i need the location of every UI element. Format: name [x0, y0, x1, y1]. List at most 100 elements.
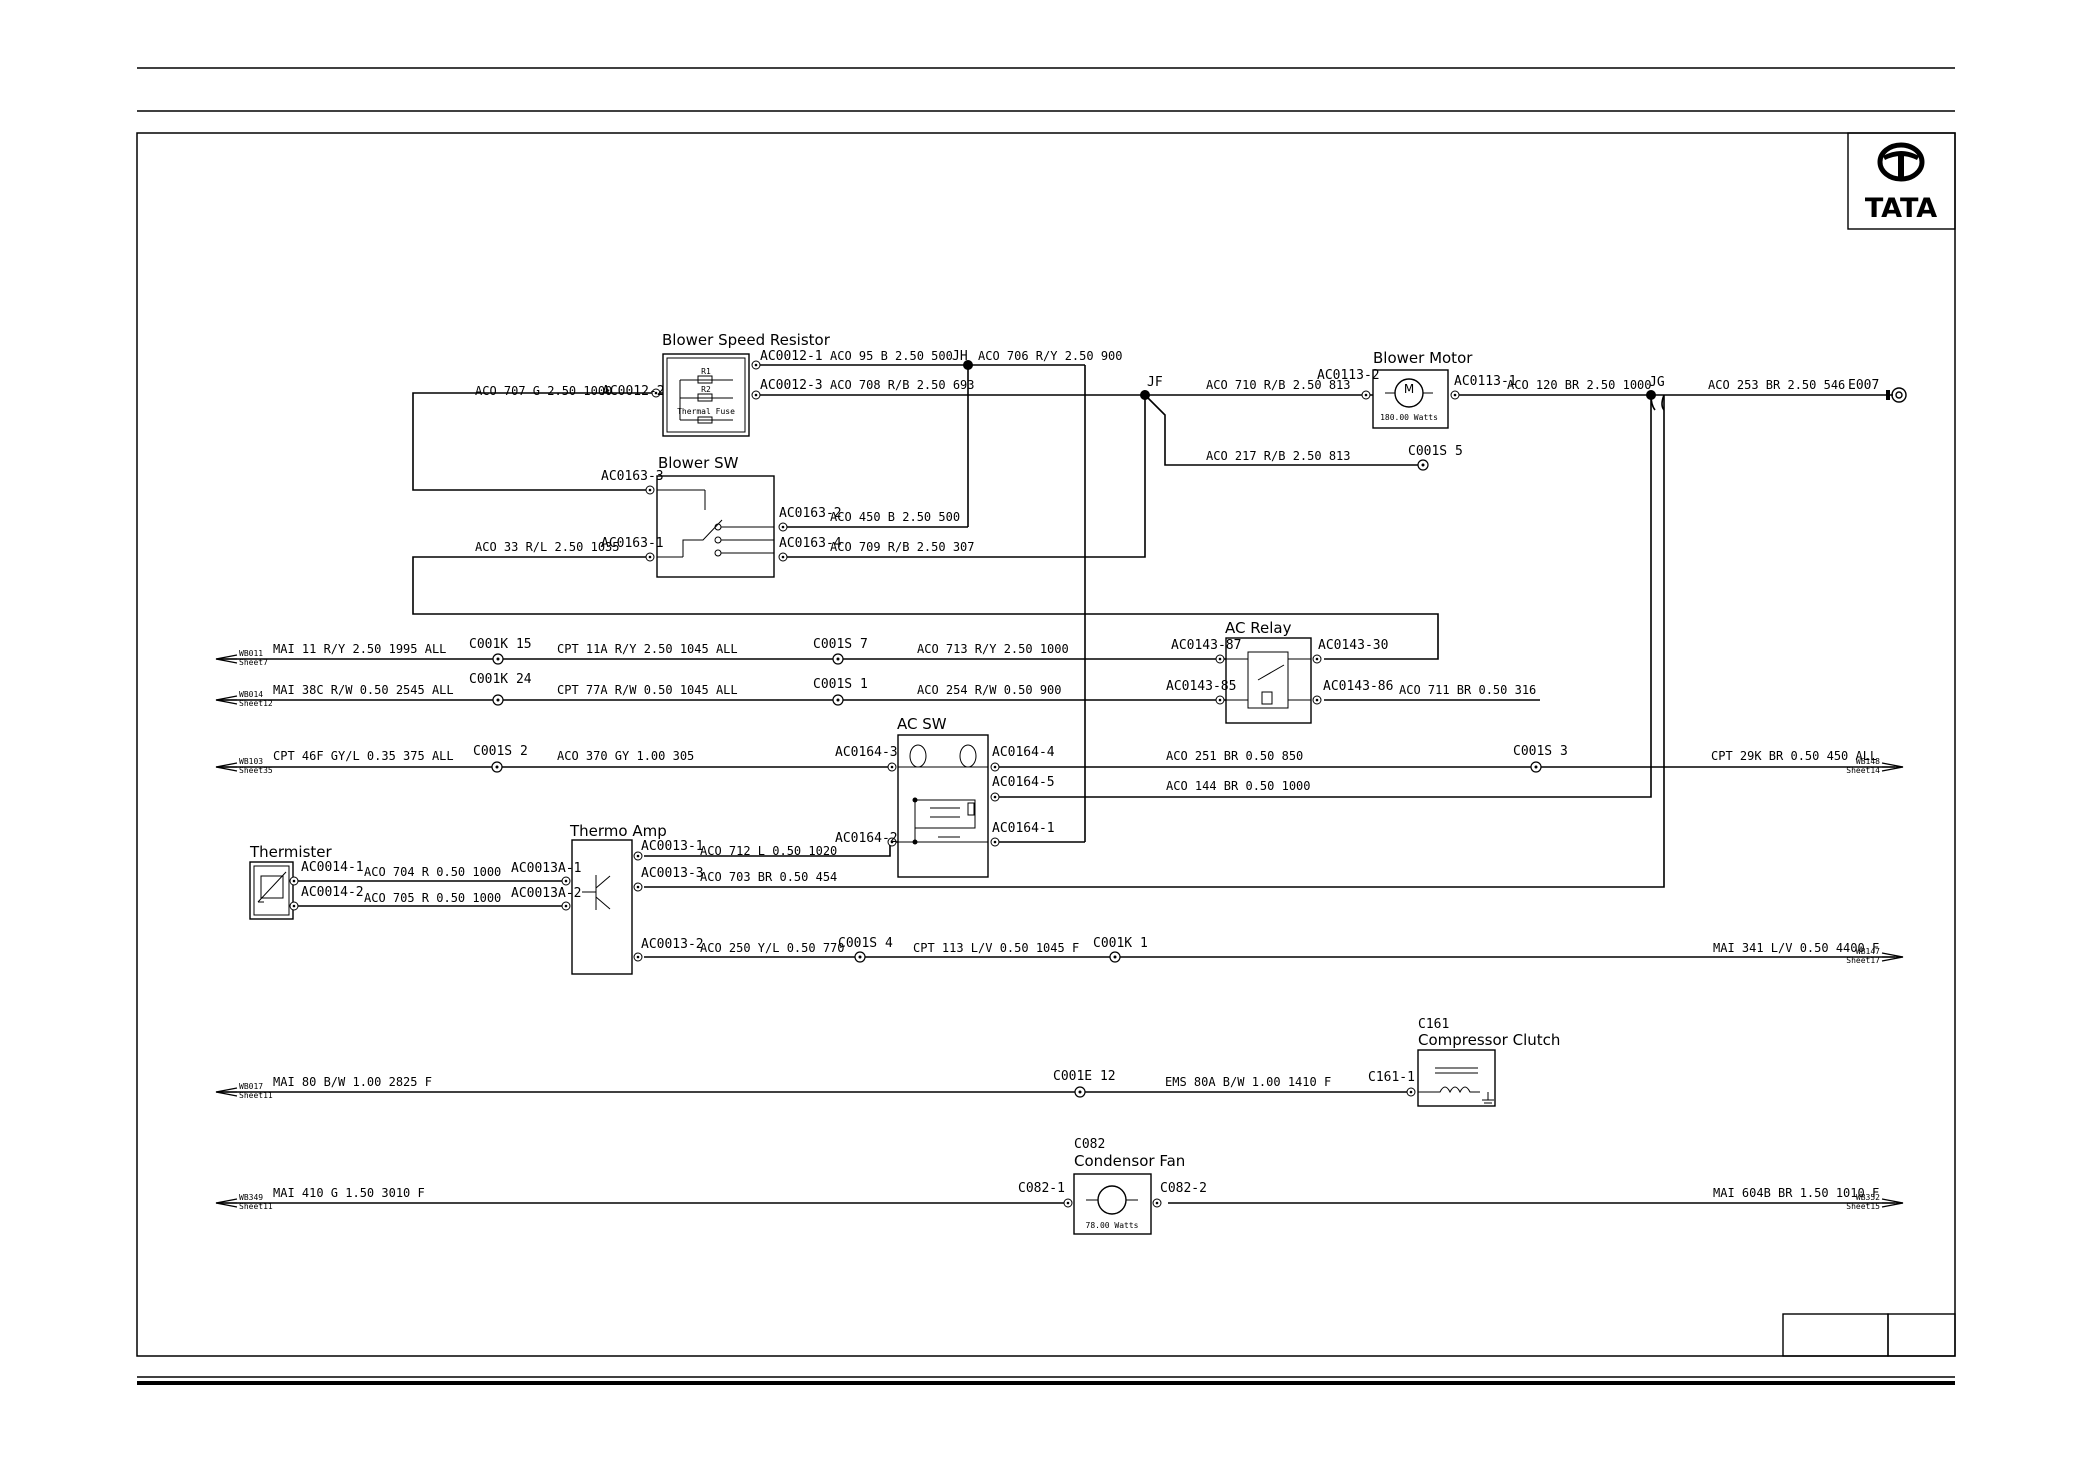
wire-label: ACO 370 GY 1.00 305	[557, 749, 694, 763]
pin-terminal	[1215, 654, 1225, 664]
wire-label: ACO 708 R/B 2.50 693	[830, 378, 975, 392]
wires	[222, 360, 1895, 1204]
pin-label: AC0143-86	[1323, 679, 1393, 694]
thermister-label: Thermister	[249, 843, 333, 861]
pin-label: C082-1	[1018, 1181, 1065, 1196]
splice-label: JG	[1649, 375, 1665, 390]
wire-label: CPT 46F GY/L 0.35 375 ALL	[273, 749, 454, 763]
wire-label: ACO 251 BR 0.50 850	[1166, 749, 1303, 763]
pin-terminal	[887, 762, 897, 772]
ref-code: WB147	[1856, 947, 1880, 956]
pin-terminal	[778, 552, 788, 562]
wire-label: ACO 706 R/Y 2.50 900	[978, 349, 1123, 363]
pin-terminal	[645, 552, 655, 562]
ref-sheet: Sheet7	[239, 658, 268, 667]
drawing-border	[136, 132, 1956, 1357]
pin-label: AC0014-1	[301, 860, 364, 875]
inline-connector	[492, 653, 504, 665]
pin-label: AC0013A-2	[511, 886, 581, 901]
wire-label: MAI 11 R/Y 2.50 1995 ALL	[273, 642, 446, 656]
wire-label: ACO 254 R/W 0.50 900	[917, 683, 1062, 697]
wire-label: MAI 38C R/W 0.50 2545 ALL	[273, 683, 454, 697]
wire-label: ACO 710 R/B 2.50 813	[1206, 378, 1351, 392]
compressor-clutch-label: Compressor Clutch	[1418, 1031, 1560, 1049]
ref-sheet: Sheet14	[1846, 766, 1880, 775]
wire-label: ACO 705 R 0.50 1000	[364, 891, 501, 905]
pin-terminal	[990, 792, 1000, 802]
pin-terminal	[289, 876, 299, 886]
pin-label: AC0012-2	[602, 384, 665, 399]
condensor-fan: 78.00 Watts C082 Condensor Fan	[1073, 1137, 1185, 1235]
wire-label: ACO 707 G 2.50 1000	[475, 384, 612, 398]
inline-connector	[491, 761, 503, 773]
blower-speed-resistor-label: Blower Speed Resistor	[662, 331, 831, 349]
pin-terminal	[990, 837, 1000, 847]
pin-label: AC0163-4	[779, 536, 842, 551]
pin-terminal	[751, 360, 761, 370]
connector-label: C001K 1	[1093, 936, 1148, 951]
pin-label: AC0163-1	[601, 536, 664, 551]
condensor-fan-rating: 78.00 Watts	[1086, 1221, 1139, 1230]
wire-label: ACO 712 L 0.50 1020	[700, 844, 837, 858]
ac-relay-label: AC Relay	[1225, 619, 1292, 637]
ref-sheet: Sheet11	[239, 1091, 273, 1100]
r2-label: R2	[701, 385, 711, 394]
wire-label: ACO 450 B 2.50 500	[830, 510, 960, 524]
wire-label: CPT 11A R/Y 2.50 1045 ALL	[557, 642, 738, 656]
ground-e007	[1886, 387, 1907, 403]
inline-connector	[1074, 1086, 1086, 1098]
pin-terminal	[887, 837, 897, 847]
blower-motor-rating: 180.00 Watts	[1380, 413, 1438, 422]
thermo-amp-label: Thermo Amp	[569, 822, 667, 840]
wire-label: ACO 713 R/Y 2.50 1000	[917, 642, 1069, 656]
pin-label: AC0013A-1	[511, 861, 581, 876]
condensor-fan-label: Condensor Fan	[1074, 1152, 1185, 1170]
wire-label: CPT 29K BR 0.50 450 ALL	[1711, 749, 1877, 763]
inline-connector	[1109, 951, 1121, 963]
ref-sheet: Sheet11	[239, 1202, 273, 1211]
inline-connector	[832, 653, 844, 665]
connector-label: C001E 12	[1053, 1069, 1116, 1084]
wire-label: ACO 250 Y/L 0.50 770	[700, 941, 845, 955]
pin-terminal	[1063, 1198, 1073, 1208]
pin-label: AC0013-2	[641, 937, 704, 952]
splice-label: JH	[952, 349, 968, 364]
logo-text: TATA	[1865, 193, 1937, 224]
connector-label: C001S 4	[838, 936, 893, 951]
pin-label: AC0164-4	[992, 745, 1055, 760]
wire-label: MAI 341 L/V 0.50 4400 F	[1713, 941, 1879, 955]
connector-label: C001S 1	[813, 677, 868, 692]
ref-code: WB017	[239, 1082, 263, 1091]
pin-marks	[289, 360, 1542, 1208]
pin-label: AC0163-3	[601, 469, 664, 484]
inline-connector	[854, 951, 866, 963]
pin-label: AC0113-1	[1454, 374, 1517, 389]
ref-code: WB148	[1856, 757, 1880, 766]
condensor-fan-code: C082	[1074, 1137, 1105, 1152]
wire-label: ACO 711 BR 0.50 316	[1399, 683, 1536, 697]
wire-label: ACO 217 R/B 2.50 813	[1206, 449, 1351, 463]
ref-sheet: Sheet12	[239, 699, 273, 708]
wire-label: EMS 80A B/W 1.00 1410 F	[1165, 1075, 1331, 1089]
pin-label: AC0014-2	[301, 885, 364, 900]
ac-relay: AC Relay	[1225, 619, 1312, 724]
wire-label: MAI 604B BR 1.50 1010 F	[1713, 1186, 1879, 1200]
pin-terminal	[633, 952, 643, 962]
pin-terminal	[1361, 390, 1371, 400]
pin-terminal	[289, 901, 299, 911]
inline-connector	[832, 694, 844, 706]
connector-label: C001S 5	[1408, 444, 1463, 459]
pin-label: AC0143-30	[1318, 638, 1388, 653]
splice-label: JF	[1147, 375, 1163, 390]
pin-label: C161-1	[1368, 1070, 1415, 1085]
ref-code: WB103	[239, 757, 263, 766]
ac-sw: AC SW	[897, 715, 989, 878]
pin-terminal	[778, 522, 788, 532]
connector-label: C001K 24	[469, 672, 532, 687]
pin-label: AC0012-3	[760, 378, 823, 393]
pin-terminal	[1215, 695, 1225, 705]
inline-connector	[1530, 761, 1542, 773]
pin-terminal	[645, 485, 655, 495]
pin-label: AC0164-1	[992, 821, 1055, 836]
